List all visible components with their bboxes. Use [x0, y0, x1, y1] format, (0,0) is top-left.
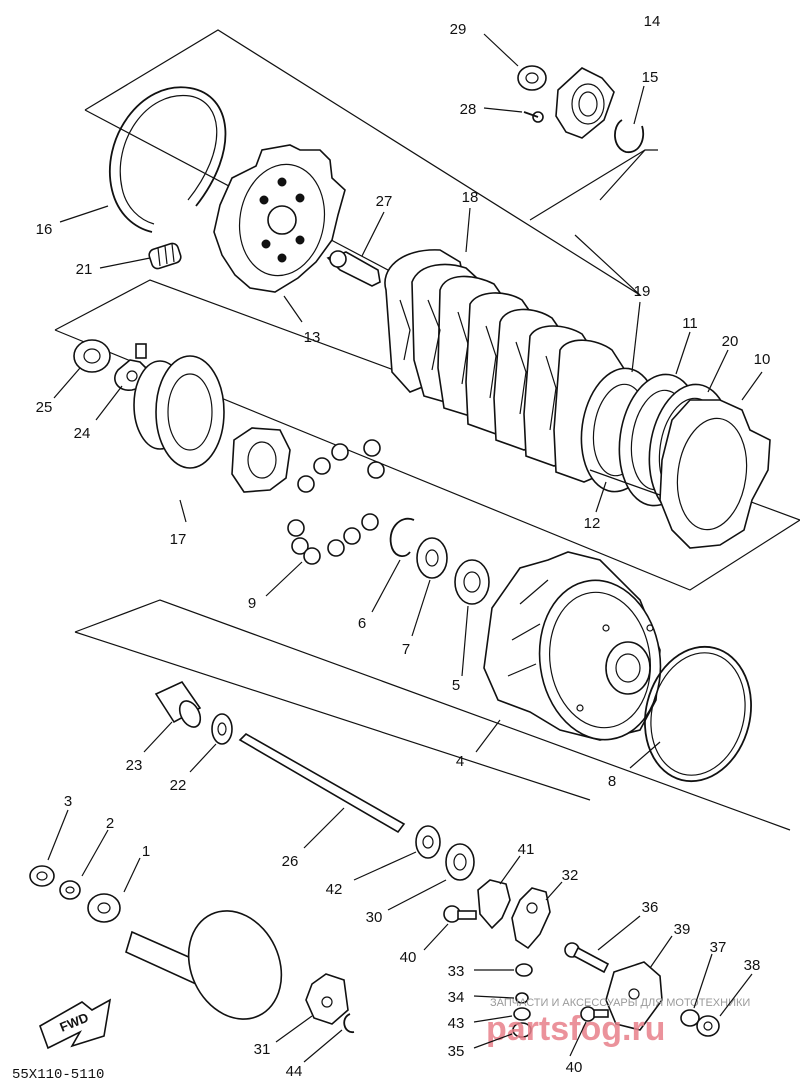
shaft-washer: [59, 880, 81, 900]
part-number-10: 10: [754, 351, 771, 368]
part-number-7: 7: [402, 641, 410, 658]
part-number-20: 20: [722, 333, 739, 350]
part-number-39: 39: [674, 921, 691, 938]
roller-set: [287, 439, 385, 565]
clutch-housing: [483, 551, 662, 741]
part-number-1: 1: [142, 843, 150, 860]
part-number-24: 24: [74, 425, 91, 442]
push-lever-shaft: [125, 910, 283, 1020]
part-number-12: 12: [584, 515, 601, 532]
part-number-36: 36: [642, 899, 659, 916]
push-rod: [238, 733, 406, 834]
part-number-28: 28: [460, 101, 477, 118]
part-number-3: 3: [64, 793, 72, 810]
pressure-plate: [213, 144, 346, 293]
part-number-26: 26: [282, 853, 299, 870]
part-number-30: 30: [366, 909, 383, 926]
large-circlip-ring: [109, 86, 227, 233]
part-number-44: 44: [286, 1063, 303, 1080]
part-number-4: 4: [456, 753, 464, 770]
bolt-upper: [443, 905, 477, 923]
fwd-arrow: FWD: [39, 998, 112, 1050]
part-number-27: 27: [376, 193, 393, 210]
part-number-11: 11: [682, 315, 698, 332]
part-number-18: 18: [462, 189, 479, 206]
o-ring: [644, 645, 752, 783]
part-number-40-lower: 40: [566, 1059, 583, 1076]
part-number-41: 41: [518, 841, 535, 858]
part-number-38: 38: [744, 957, 761, 974]
assembly-frame-bottom: [74, 599, 791, 831]
part-number-43: 43: [448, 1015, 465, 1032]
release-bearing-group: [517, 65, 645, 153]
bracket-nut: [696, 1015, 720, 1037]
part-number-2: 2: [106, 815, 114, 832]
watermark-caption: ЗАПЧАСТИ И АКСЕССУАРЫ ДЛЯ МОТОТЕХНИКИ: [490, 997, 750, 1009]
part-number-32: 32: [562, 867, 579, 884]
bracket-washer: [680, 1009, 700, 1027]
lever-clip: [343, 1013, 355, 1033]
rod-washer: [415, 825, 441, 859]
part-number-40-upper: 40: [400, 949, 417, 966]
part-number-8: 8: [608, 773, 616, 790]
part-number-16: 16: [36, 221, 53, 238]
rod-bearing: [445, 843, 475, 881]
bolt-lower: [580, 1006, 609, 1022]
lever-plate: [305, 973, 349, 1025]
thrust-plate: [454, 559, 490, 605]
part-number-13: 13: [304, 329, 321, 346]
push-rod-end: [326, 250, 381, 287]
circlip-small: [389, 517, 415, 557]
part-number-19: 19: [634, 283, 651, 300]
shaft-nut: [29, 865, 55, 887]
adjuster-bolt: [564, 942, 610, 974]
damper-plate-group: [580, 367, 771, 549]
part-number-31: 31: [254, 1041, 271, 1058]
part-number-6: 6: [358, 615, 366, 632]
seal-washer: [73, 339, 111, 373]
part-number-15: 15: [642, 69, 659, 86]
part-number-5: 5: [452, 677, 460, 694]
cable-holder: [477, 879, 511, 930]
pinion-gear: [87, 893, 121, 923]
part-number-34: 34: [448, 989, 465, 1006]
small-stack: [512, 963, 533, 1038]
part-number-33: 33: [448, 963, 465, 980]
part-number-42: 42: [326, 881, 343, 898]
clutch-spring: [148, 242, 182, 270]
part-number-21: 21: [76, 261, 93, 278]
adjuster-bracket: [605, 961, 663, 1031]
cable-adjuster: [511, 887, 551, 950]
watermark: ЗАПЧАСТИ И АКСЕССУАРЫ ДЛЯ МОТОТЕХНИКИ pa…: [486, 997, 750, 1048]
part-number-25: 25: [36, 399, 53, 416]
part-number-17: 17: [170, 531, 187, 548]
part-callouts: 1 2 3 4 5 6 7 8 9 10 11 12 13 14 15 16 1…: [36, 13, 771, 1080]
drawing-code: 55X110-5110: [12, 1067, 104, 1083]
part-number-23: 23: [126, 757, 143, 774]
part-number-22: 22: [170, 777, 187, 794]
part-number-29: 29: [450, 21, 467, 38]
part-number-14: 14: [644, 13, 661, 30]
clutch-boss-gear: [133, 355, 291, 493]
thrust-washer: [416, 537, 448, 579]
part-number-9: 9: [248, 595, 256, 612]
spacer-collar: [154, 680, 202, 728]
watermark-logo: partsfog.ru: [486, 1010, 665, 1048]
spacer-washer: [211, 713, 233, 745]
part-number-37: 37: [710, 939, 727, 956]
part-number-35: 35: [448, 1043, 465, 1060]
